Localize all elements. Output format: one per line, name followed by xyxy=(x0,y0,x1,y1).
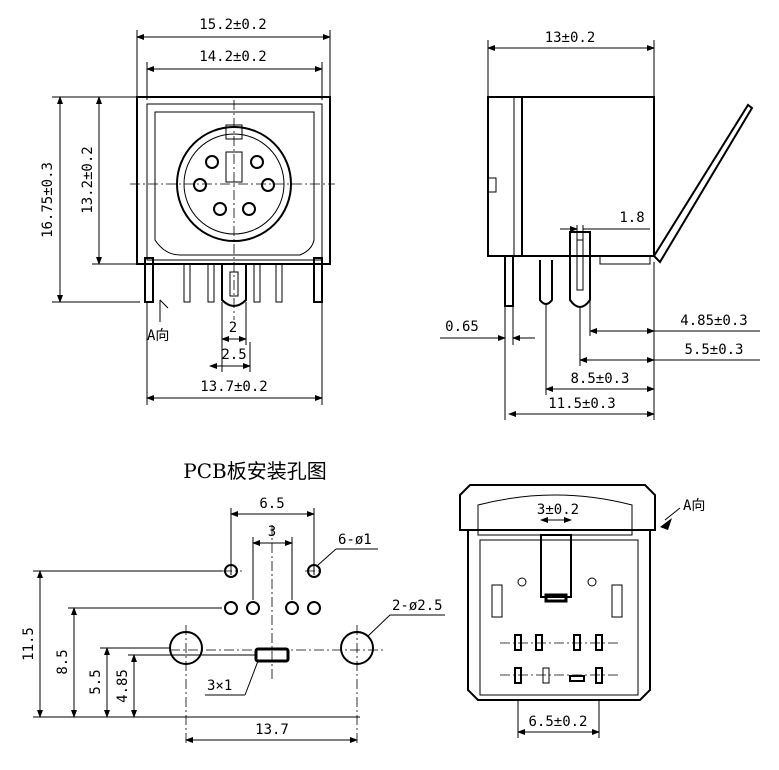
socket-pins xyxy=(193,155,275,216)
pin-hole xyxy=(242,202,256,216)
pin-hole xyxy=(213,202,227,216)
pin-hole xyxy=(205,155,219,169)
dim-3-bottom: 3±0.2 xyxy=(537,502,579,518)
dim-11-5: 11.5±0.3 xyxy=(548,396,615,412)
dim-pin-span: 13.7±0.2 xyxy=(200,379,267,395)
side-tab xyxy=(569,231,591,308)
center-tab xyxy=(221,264,247,307)
dim-8-5: 8.5±0.3 xyxy=(570,371,629,387)
dim-tab-offset: 2.5 xyxy=(221,347,246,363)
pin xyxy=(514,667,522,684)
dim-width-outer: 15.2±0.2 xyxy=(199,17,266,33)
pin xyxy=(569,675,585,682)
hole-spec-small: 6-ø1 xyxy=(338,532,372,548)
dim-6-5-bottom: 6.5±0.2 xyxy=(528,714,587,730)
dim-6-5: 6.5 xyxy=(259,496,284,512)
mount-leg xyxy=(144,257,154,303)
pin xyxy=(573,634,581,651)
connector-body xyxy=(136,96,331,265)
pin xyxy=(595,634,603,651)
hole xyxy=(307,601,321,615)
pcb-title: PCB板安装孔图 xyxy=(183,459,326,483)
dim-width-inner: 14.2±0.2 xyxy=(199,49,266,65)
side-view: 13±0.2 1.8 0.65 4.85±0.3 xyxy=(440,30,760,420)
pin xyxy=(535,634,543,651)
center-key-bottom xyxy=(540,534,572,598)
mount-leg xyxy=(313,257,323,303)
dim-slot: 1.8 xyxy=(619,210,644,226)
direction-label-a: A向 xyxy=(147,328,169,344)
front-view: 15.2±0.2 14.2±0.2 16.75±0.3 13.2±0.2 xyxy=(40,17,335,405)
dim-height-body: 13.2±0.2 xyxy=(80,146,96,213)
pin-hole xyxy=(261,178,275,192)
pcb-dim-8-5: 8.5 xyxy=(55,649,71,674)
pcb-layout: PCB板安装孔图 6.5 3 6-ø1 xyxy=(21,459,445,745)
dim-4-85: 4.85±0.3 xyxy=(680,313,747,329)
pcb-dim-4-85: 4.85 xyxy=(115,669,131,703)
dim-pin-thick: 0.65 xyxy=(445,319,479,335)
pcb-dim-11-5: 11.5 xyxy=(21,627,37,661)
hole xyxy=(246,601,260,615)
bottom-view: 3±0.2 A向 6.5±0.2 xyxy=(459,484,705,738)
bottom-pins xyxy=(514,634,603,684)
pcb-dim-13-7: 13.7 xyxy=(255,722,289,738)
pin-hole xyxy=(250,155,264,169)
pin xyxy=(595,667,603,684)
hole-spec-large: 2-ø2.5 xyxy=(392,598,443,614)
dim-tab: 2 xyxy=(229,320,237,336)
small-holes xyxy=(224,564,321,615)
dim-5-5: 5.5±0.3 xyxy=(684,342,743,358)
pcb-dim-5-5: 5.5 xyxy=(88,669,104,694)
pin-hole xyxy=(193,178,207,192)
shield-spring xyxy=(652,103,754,264)
pin xyxy=(514,634,522,651)
dim-height-total: 16.75±0.3 xyxy=(40,162,56,238)
slot-spec: 3×1 xyxy=(207,678,232,694)
bottom-view-top-shell xyxy=(459,484,656,531)
pin xyxy=(542,667,550,684)
hole xyxy=(224,601,238,615)
dim-depth: 13±0.2 xyxy=(545,30,596,46)
side-pin xyxy=(504,255,514,307)
direction-label-a-bottom: A向 xyxy=(683,498,705,514)
hole xyxy=(285,601,299,615)
